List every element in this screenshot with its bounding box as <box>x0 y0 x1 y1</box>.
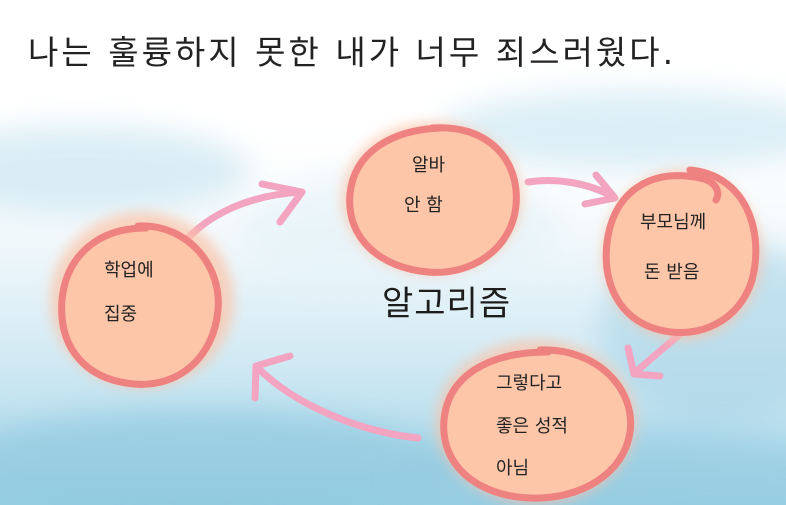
node-study <box>50 212 234 388</box>
arrow-grades-to-study-head <box>251 352 294 402</box>
node-grades-line2: 좋은 성적 <box>496 416 568 437</box>
node-job-line2: 안 함 <box>404 195 443 216</box>
node-parents-line2: 돈 받음 <box>644 262 700 283</box>
node-study-line1: 학업에 <box>104 260 154 281</box>
arrow-study-to-job <box>184 188 304 242</box>
cycle-arrows <box>184 171 702 442</box>
node-job-line1: 알바 <box>412 155 446 176</box>
headline: 나는 훌륭하지 못한 내가 너무 죄스러웠다. <box>28 33 677 72</box>
arrow-study-to-job-head <box>258 180 306 226</box>
node-parents <box>602 166 762 340</box>
node-grades-line1: 그렇다고 <box>496 373 563 394</box>
node-grades-line3: 아님 <box>496 458 530 479</box>
node-study-line2: 집중 <box>104 304 138 325</box>
center-label-algorithm: 알고리즘 <box>382 284 512 324</box>
arrow-grades-to-study <box>254 364 422 442</box>
arrow-parents-to-grades-head <box>624 344 664 380</box>
node-parents-line1: 부모님께 <box>640 212 707 233</box>
arrow-job-to-parents-head <box>581 171 619 208</box>
node-job <box>342 122 522 276</box>
arrow-job-to-parents <box>524 177 616 200</box>
node-grades <box>436 340 636 504</box>
